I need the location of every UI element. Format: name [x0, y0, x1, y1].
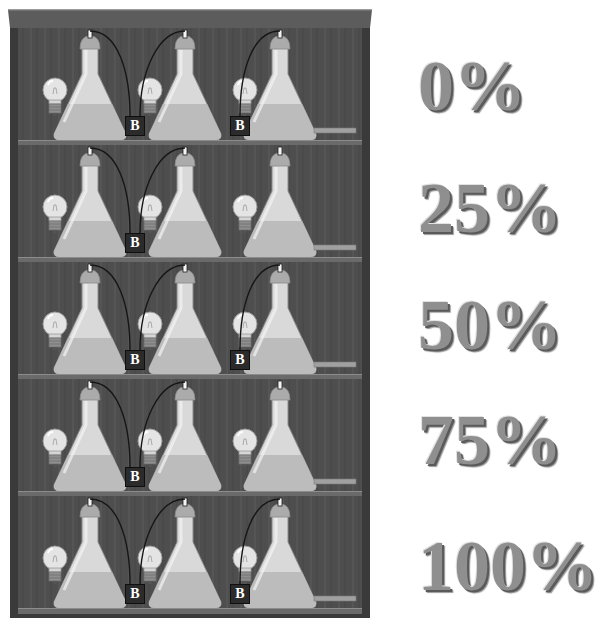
battery-box: B — [125, 350, 145, 370]
battery-box: B — [230, 116, 250, 136]
box-letter: B — [130, 119, 139, 133]
box-letter: B — [130, 470, 139, 484]
box-letter: B — [235, 353, 244, 367]
wire — [90, 382, 185, 467]
box-letter: B — [235, 587, 244, 601]
wire — [90, 499, 185, 584]
wire — [90, 31, 185, 116]
flask-set — [43, 30, 356, 140]
shelf-back — [18, 145, 362, 257]
flask-set — [43, 147, 356, 257]
percentage-label: 25% — [418, 172, 562, 244]
shelf-back — [18, 496, 362, 608]
battery-box: B — [230, 350, 250, 370]
battery-box: B — [125, 467, 145, 487]
wire — [240, 265, 280, 350]
percentage-label: 50% — [418, 289, 562, 361]
box-letter: B — [130, 587, 139, 601]
wire — [90, 148, 185, 233]
battery-box: B — [230, 584, 250, 604]
wire — [90, 265, 185, 350]
battery-box: B — [125, 584, 145, 604]
wire — [240, 499, 280, 584]
cabinet-top-edge — [8, 9, 372, 11]
shelf-back — [18, 262, 362, 374]
percentage-label: 100% — [418, 530, 598, 602]
cabinet-frame — [10, 12, 370, 618]
shelf-back — [18, 28, 362, 140]
box-letter: B — [130, 236, 139, 250]
percentage-label: 75% — [418, 404, 562, 476]
box-letter: B — [130, 353, 139, 367]
cabinet-top — [8, 10, 372, 28]
flask-set — [43, 498, 356, 608]
shelf-back — [18, 379, 362, 491]
battery-box: B — [125, 233, 145, 253]
flask-set — [43, 381, 356, 491]
battery-box: B — [125, 116, 145, 136]
box-letter: B — [235, 119, 244, 133]
percentage-label: 0% — [418, 50, 526, 122]
flask-set — [43, 264, 356, 374]
shelf-boards — [18, 140, 362, 614]
wire — [240, 31, 280, 116]
